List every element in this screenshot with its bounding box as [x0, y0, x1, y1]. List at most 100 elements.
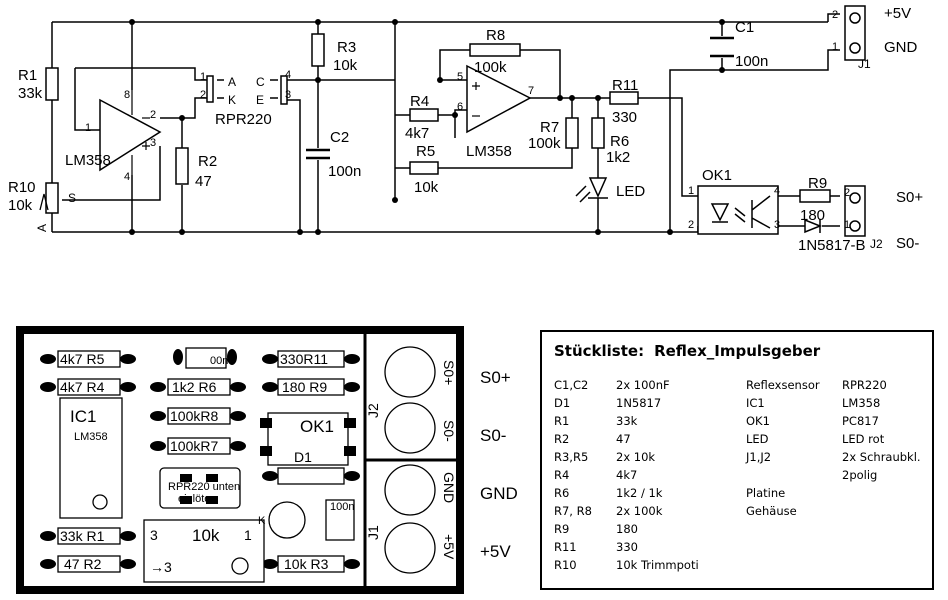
pin-number: 4: [285, 69, 291, 81]
pcb-pad-s0m: S0-: [441, 420, 457, 442]
pin-number: 8: [124, 89, 130, 101]
label-r2-value: 47: [195, 173, 212, 190]
pcb-label-r3: 10k R3: [284, 556, 329, 572]
bom-cell: Platine: [746, 486, 786, 500]
junction-dots: [129, 19, 725, 235]
pcb-label-sensor-2: einlöten: [178, 493, 217, 505]
pin-number: 3: [285, 89, 291, 101]
resistor-r8: [469, 43, 521, 57]
label-r9-ref: R9: [808, 175, 827, 192]
resistor-r7: [565, 117, 579, 149]
pcb-label-sensor-1: RPR220 unten: [168, 481, 240, 493]
label-d1: 1N5817-B: [798, 237, 866, 254]
label-r1-value: 33k: [18, 85, 43, 102]
pcb-label-pot-arrow: →3: [150, 559, 172, 575]
resistor-r11: [609, 91, 639, 105]
label-sensor-a: A: [228, 75, 236, 89]
pcb-label-j2: J2: [365, 403, 381, 418]
pcb-label-pot-3: 3: [150, 527, 158, 543]
bom-cell: R7, R8: [554, 504, 592, 518]
label-j1: J1: [858, 57, 871, 71]
pcb-label-r7: 100kR7: [170, 438, 218, 454]
label-r11-ref: R11: [612, 77, 638, 94]
bom-cell: IC1: [746, 396, 765, 410]
capacitor-c1: [710, 36, 734, 58]
pin-number: 3: [774, 219, 780, 231]
pcb-label-gnd: GND: [480, 484, 518, 503]
pcb-label-ic1: IC1: [70, 407, 96, 426]
pcb-pad-5v: +5V: [441, 534, 457, 560]
pcb-label-c1: 100n: [330, 501, 354, 513]
opamps: [99, 64, 532, 172]
pcb-pad-s0p: S0+: [441, 360, 457, 385]
label-sensor: RPR220: [215, 111, 272, 128]
label-led: LED: [616, 183, 645, 200]
sensor-rpr220: [206, 75, 288, 105]
bom-cell: 2polig: [842, 468, 878, 482]
pcb-label-s0p: S0+: [480, 368, 511, 387]
label-r5-ref: R5: [416, 143, 435, 160]
label-net-vcc: +5V: [884, 5, 911, 22]
bom-cell: LM358: [842, 396, 881, 410]
pcb-ok1: [267, 412, 349, 466]
resistor-r2: [175, 147, 189, 185]
capacitor-plates: [306, 36, 734, 160]
pin-number: 4: [774, 185, 780, 197]
bom-cell: 2x Schraubkl.: [842, 450, 921, 464]
resistor-r4: [409, 108, 439, 122]
led-symbol: [575, 177, 608, 203]
bom-title-name: Reflex_Impulsgeber: [654, 342, 821, 360]
bom-cell: R4: [554, 468, 570, 482]
pcb-c1: [325, 499, 355, 541]
bom-cell: R2: [554, 432, 570, 446]
label-r10-ref: R10: [8, 179, 36, 196]
label-r3-value: 10k: [333, 57, 358, 74]
bom-cell: J1,J2: [746, 450, 772, 464]
resistor-bodies: [45, 33, 831, 214]
resistor-r10: [45, 182, 59, 214]
bom-row: R3,R5 2x 10k J1,J2 2x Schraubkl.: [554, 450, 932, 468]
pcb-label-r8: 100kR8: [170, 408, 218, 424]
label-sensor-k: K: [228, 93, 236, 107]
label-r10-wiper: S: [68, 191, 76, 205]
bom-cell: 2x 10k: [616, 450, 656, 464]
label-r8-value: 100k: [474, 59, 507, 76]
label-r7-value: 100k: [528, 135, 561, 152]
bom-row: R10 10k Trimmpoti: [554, 558, 932, 576]
label-net-gnd: GND: [884, 39, 918, 56]
pcb-label-pot-value: 10k: [192, 526, 220, 545]
opamp-2: [466, 64, 532, 134]
label-r7-ref: R7: [540, 119, 559, 136]
bom-cell: D1: [554, 396, 571, 410]
pcb-layout: 4k7 R5 4k7 R4 1k2 R6 100kR8 100kR7 330R1…: [16, 326, 518, 594]
pin-number: 2: [150, 109, 156, 121]
label-r3-ref: R3: [337, 39, 356, 56]
label-r6-value: 1k2: [606, 149, 630, 166]
pcb-label-d1: D1: [294, 449, 312, 465]
pcb-label-ok1: OK1: [300, 417, 334, 436]
pin-number: 2: [844, 187, 850, 199]
bom-cell: R6: [554, 486, 570, 500]
bom-cell: C1,C2: [554, 378, 589, 392]
bom-cell: RPR220: [842, 378, 887, 392]
resistor-r1: [45, 67, 59, 101]
bom-cell: R3,R5: [554, 450, 589, 464]
label-c2-value: 100n: [328, 163, 361, 180]
pcb-label-r11: 330R11: [280, 351, 328, 367]
bom-title: Stückliste:Reflex_Impulsgeber: [554, 342, 932, 360]
pin-number: 3: [150, 137, 156, 149]
pcb-label-r6: 1k2 R6: [172, 379, 217, 395]
bom-cell: 330: [616, 540, 638, 554]
bom-cell: R9: [554, 522, 570, 536]
label-r10-end: A: [35, 224, 49, 232]
pcb-label-c2: 00n: [210, 355, 228, 367]
bom-cell: 33k: [616, 414, 638, 428]
